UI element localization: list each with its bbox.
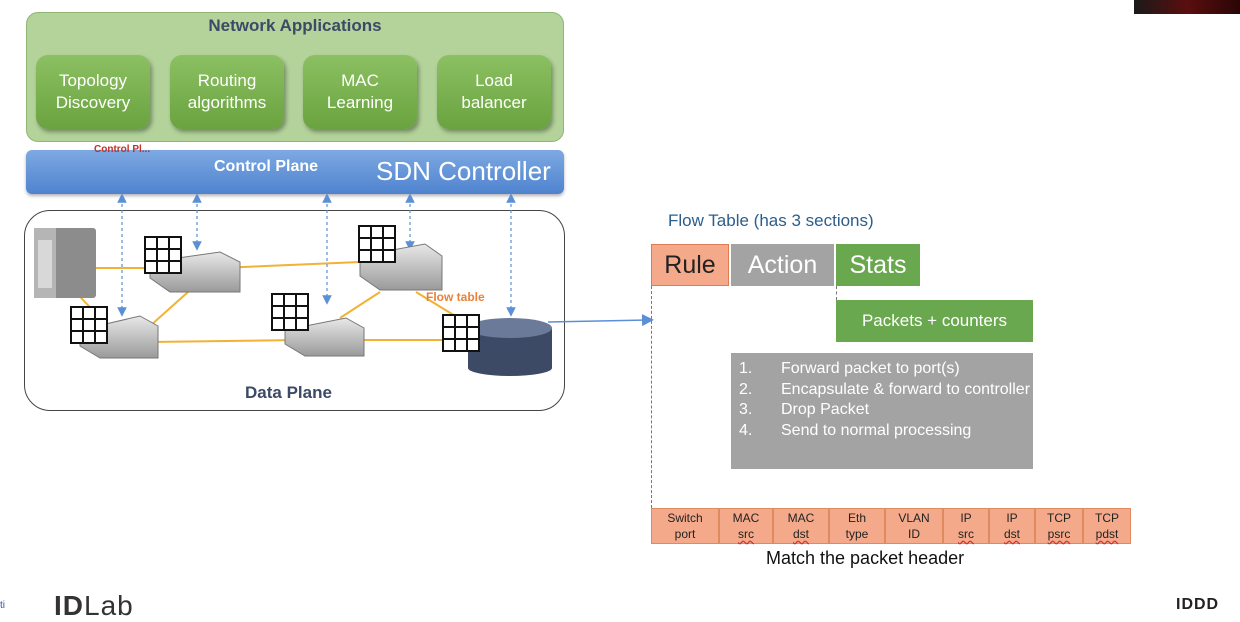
flow-table-tag: Flow table [426, 290, 485, 304]
flow-table-grid-icon [144, 236, 182, 274]
apps-title: Network Applications [208, 16, 382, 35]
action-item: 4.Send to normal processing [739, 421, 972, 439]
action-item: 3.Drop Packet [739, 401, 870, 418]
data-plane-panel [24, 210, 565, 411]
action-item: 2.Encapsulate & forward to controller [739, 380, 1031, 398]
data-plane-label: Data Plane [245, 383, 332, 402]
app-load-balancer[interactable]: Load balancer [437, 55, 551, 129]
flow-table-grid-icon [442, 314, 480, 352]
sdn-controller-label: SDN Controller [376, 156, 551, 186]
brand-right-logo: IDDD [1176, 596, 1220, 613]
action-item: 1.Forward packet to port(s) [739, 360, 960, 377]
flow-table-grid-icon [358, 225, 396, 263]
control-plane-label: Control Plane [214, 158, 319, 175]
database-icon [468, 318, 552, 376]
controller-links [117, 193, 516, 317]
control-plane-ghost-label: Control Pl... [94, 144, 151, 155]
flow-table-grid-icon [271, 293, 309, 331]
app-mac-learning[interactable]: MAC Learning [303, 55, 417, 129]
action-section: Action [731, 244, 834, 286]
match-header-label: Match the packet header [766, 548, 965, 568]
corner-image-fragment [1134, 0, 1240, 14]
flow-table-title: Flow Table (has 3 sections) [668, 211, 874, 230]
server-icon [34, 228, 96, 298]
brand-left-fragment: ti [0, 600, 5, 611]
rule-guide-line [651, 286, 652, 508]
network-applications-panel: Network Applications Topology Discovery … [26, 12, 564, 142]
rule-section: Rule [651, 244, 729, 286]
app-routing-algorithms[interactable]: Routing algorithms [170, 55, 284, 129]
stats-section: Stats [836, 244, 920, 286]
flow-table-arrow [547, 314, 654, 327]
packets-counters-box: Packets + counters [836, 300, 1033, 342]
stats-guide-line [836, 286, 837, 300]
flow-table-grid-icon [70, 306, 108, 344]
app-topology-discovery[interactable]: Topology Discovery [36, 55, 150, 129]
idlab-logo: IDLab [54, 590, 134, 621]
control-plane-bar [26, 150, 564, 194]
actions-list: 1.Forward packet to port(s) 2.Encapsulat… [731, 353, 1033, 469]
